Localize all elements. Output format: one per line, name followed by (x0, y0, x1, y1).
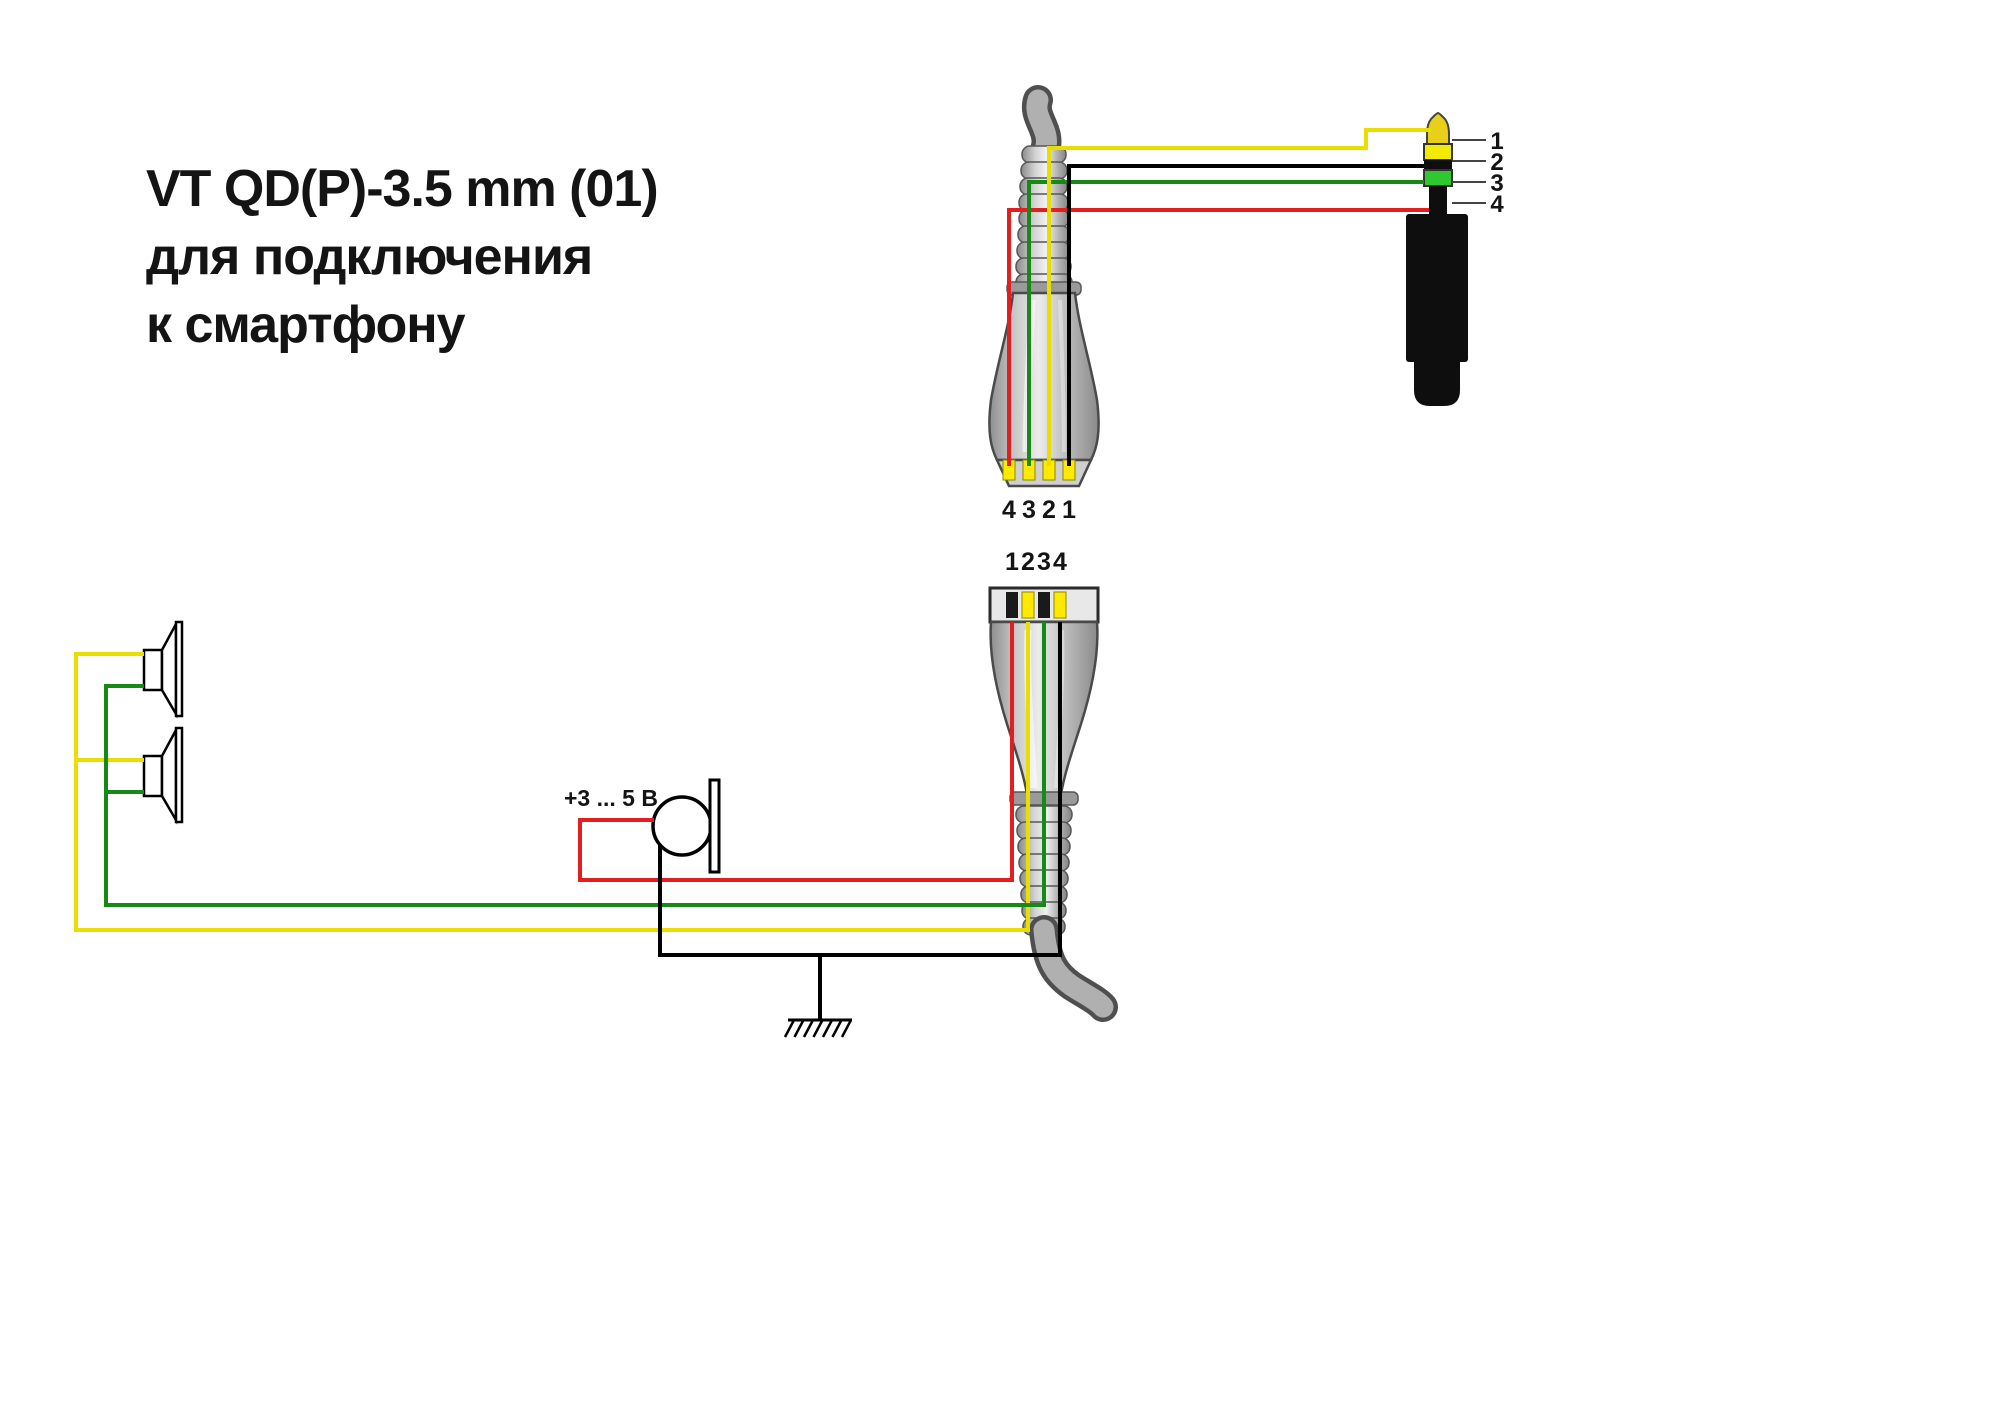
rib (1017, 225, 1071, 244)
cable-top (1026, 89, 1057, 161)
ground-hatch (821, 1019, 834, 1038)
contact-slot (1038, 592, 1050, 618)
ground-hatch (802, 1019, 815, 1038)
ground-hatch (831, 1019, 843, 1038)
jack-pin-label: 1 (1490, 128, 1503, 155)
speaker-baffle (174, 620, 184, 718)
body-highlight (1058, 299, 1066, 453)
top-pin-label: 1 (1062, 496, 1076, 524)
jack-ring-black (1424, 160, 1452, 170)
wire-red-bottom (578, 622, 1014, 882)
mic-electrode-bar (708, 778, 721, 874)
wire-red-top (1007, 208, 1429, 466)
bottom-pin-label: 2 (1021, 548, 1035, 576)
jack-band-green (1423, 169, 1453, 187)
ground-symbol (783, 1018, 853, 1038)
mic-voltage-label: +3 ... 5 В (564, 785, 658, 811)
contact-slots-bottom (1006, 591, 1067, 619)
speaker-baffle (174, 726, 184, 824)
bottom-pin-label: 4 (1053, 548, 1067, 576)
qd-connector-top: 4 3 2 1 (988, 85, 1100, 524)
wire-green-bottom (104, 622, 1046, 907)
contact-slot (1021, 591, 1035, 619)
jack-pin-leaders (1452, 139, 1486, 204)
microphone: +3 ... 5 В (564, 778, 721, 874)
wire-yellow-top (1047, 128, 1431, 466)
jack-pin-label: 2 (1490, 149, 1503, 176)
contact-slot (1053, 591, 1067, 619)
wires-bottom-section (74, 622, 1062, 1020)
jack-pin-label: 4 (1490, 191, 1504, 218)
wire-green-top (1027, 180, 1424, 466)
top-pin-label: 2 (1042, 496, 1056, 524)
contact-slot (1006, 592, 1018, 618)
wires-top-section (1007, 128, 1431, 466)
ground-hatch (812, 1019, 824, 1038)
ground-hatch (793, 1019, 805, 1038)
jack-body-lower (1414, 362, 1460, 406)
speaker-driver (142, 648, 164, 692)
top-pin-label: 4 (1002, 496, 1016, 524)
wire-yellow-bottom (74, 622, 1030, 932)
speaker-1 (142, 620, 184, 719)
speaker-driver (142, 754, 164, 798)
bottom-pin-label: 1 (1005, 548, 1019, 576)
jack-band-yellow (1423, 143, 1453, 161)
wire-black-bottom (658, 622, 1062, 957)
jack-pin-labels: 1 2 3 4 (1490, 128, 1504, 218)
jack-pin-label: 3 (1490, 170, 1503, 197)
rib (1020, 161, 1068, 180)
title-line-3: к смартфону (146, 296, 466, 354)
title-block: VT QD(P)-3.5 mm (01) для подключения к с… (146, 160, 659, 354)
jack-tip (1426, 111, 1450, 145)
jack-neck (1429, 186, 1447, 214)
speaker-2 (142, 726, 184, 825)
ground-hatch (840, 1019, 853, 1038)
contact-tabs-top (1002, 459, 1076, 481)
title-line-2: для подключения (146, 228, 592, 286)
trs-jack: 1 2 3 4 (1406, 111, 1504, 406)
cable-bottom (1033, 919, 1114, 1018)
title-line-1: VT QD(P)-3.5 mm (01) (146, 160, 658, 218)
pin-labels-bottom: 1 2 3 4 (1005, 548, 1067, 576)
jack-body (1406, 214, 1468, 362)
rib (1018, 209, 1070, 228)
pin-labels-top: 4 3 2 1 (1002, 496, 1076, 524)
ground-hatch (783, 1019, 796, 1038)
wire-black-top (1067, 164, 1424, 466)
rib (1016, 241, 1071, 260)
rib (1015, 257, 1072, 276)
bottom-pin-label: 3 (1037, 548, 1051, 576)
top-pin-label: 3 (1022, 496, 1036, 524)
strain-relief-ribs-top (1015, 145, 1073, 292)
